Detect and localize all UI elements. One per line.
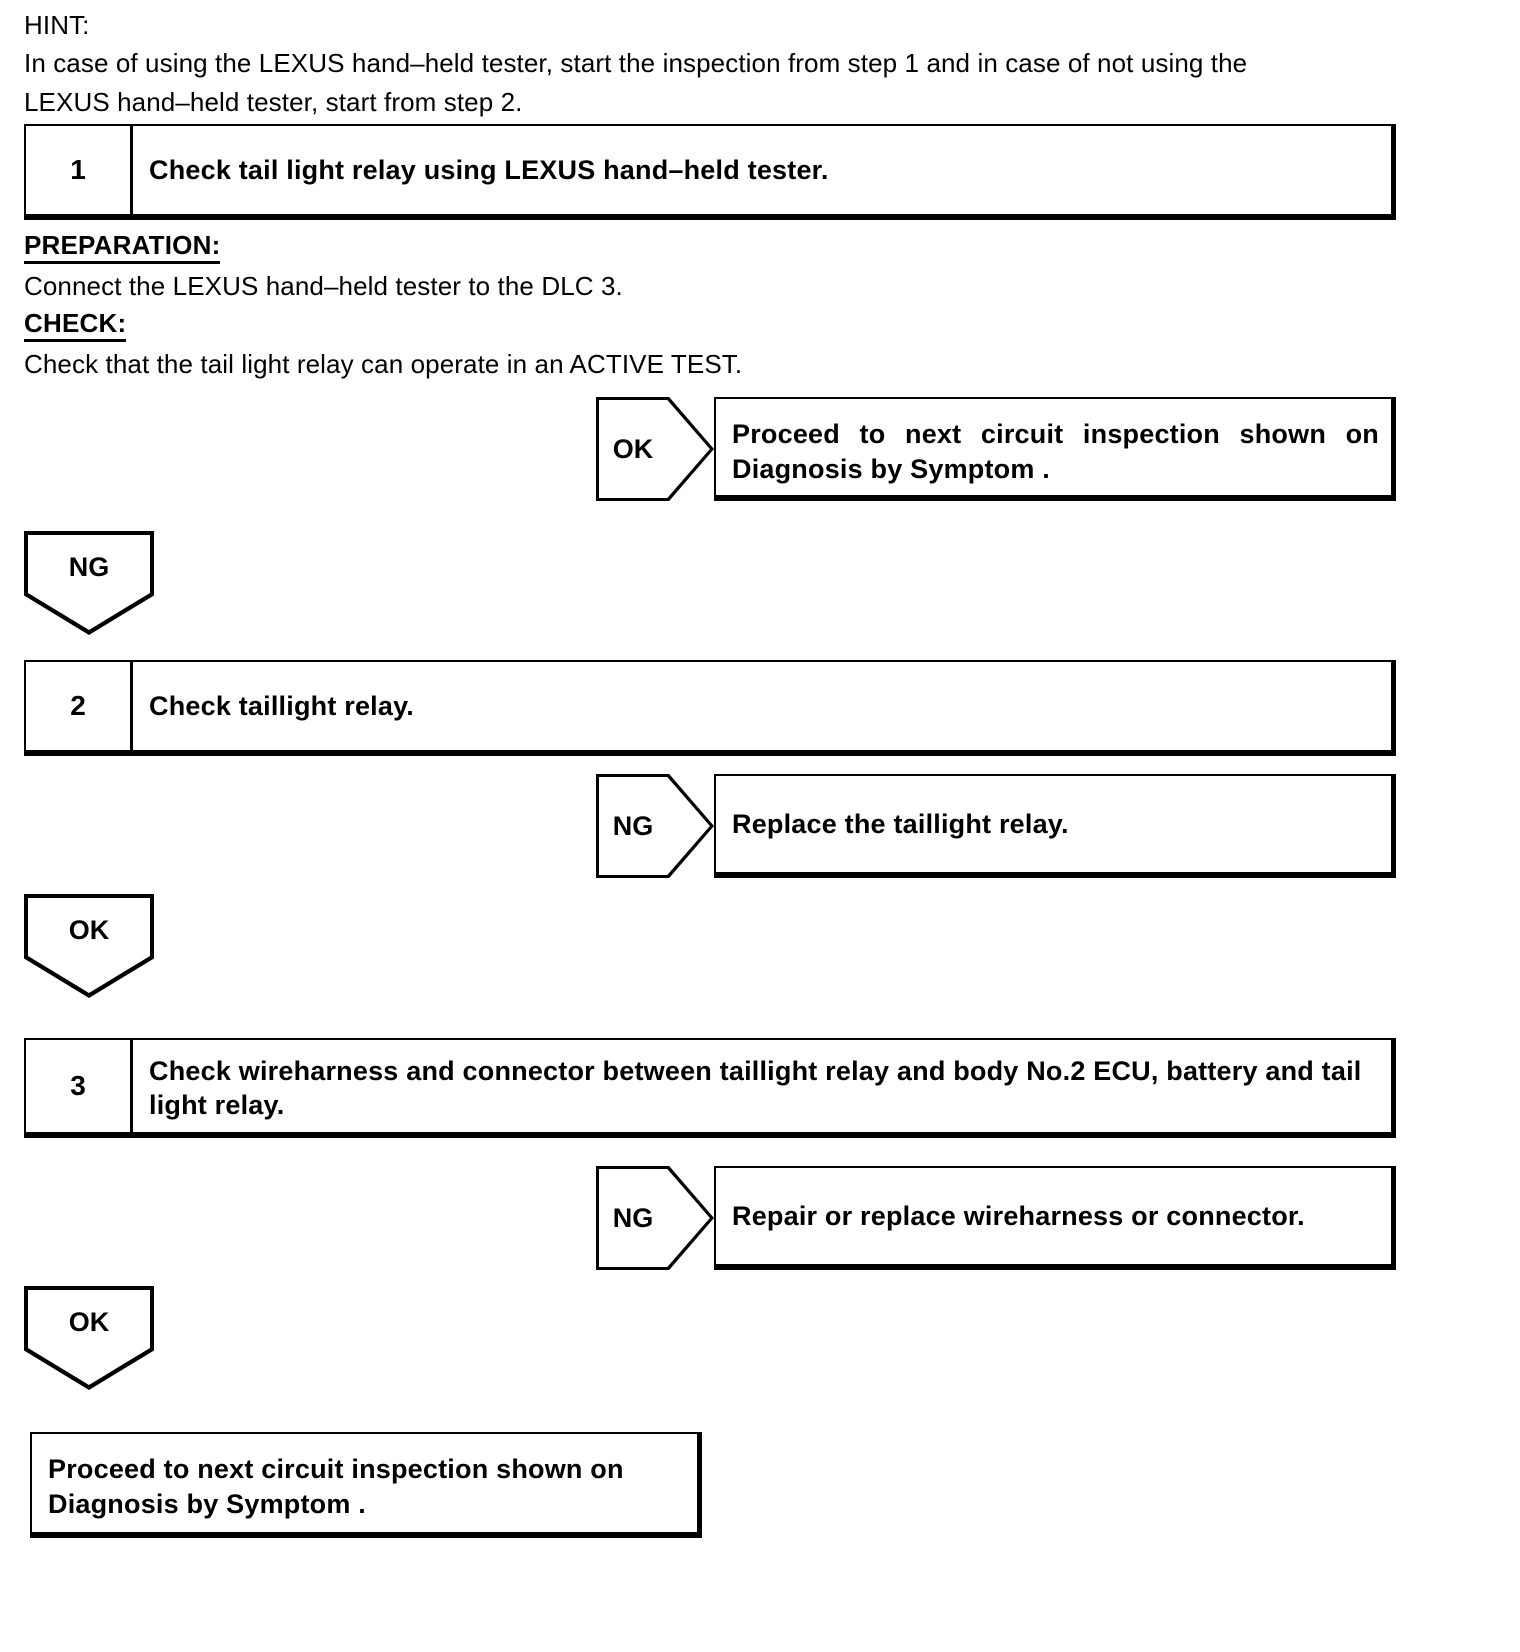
step-title-3-line-1: Check wireharness and connector between … [149, 1056, 1159, 1086]
step-number-3: 3 [26, 1040, 133, 1132]
check-section: CHECK: Check that the tail light relay c… [24, 308, 1024, 382]
hint-block: HINT: In case of using the LEXUS hand–he… [24, 6, 1404, 122]
judgement-ok-step2: OK [24, 894, 154, 998]
result-step2-ng-text: Replace the taillight relay. [732, 808, 1069, 839]
step-box-3[interactable]: 3 Check wireharness and connector betwee… [24, 1038, 1396, 1138]
result-final-line-2: Diagnosis by Symptom . [48, 1489, 366, 1519]
hint-label: HINT: [24, 10, 90, 40]
step-title-3-line-2: battery and tail light relay. [149, 1056, 1362, 1120]
preparation-heading-wrap: PREPARATION: [24, 230, 1024, 264]
preparation-section: PREPARATION: Connect the LEXUS hand–held… [24, 230, 1024, 304]
result-step1-ok-line-2: Diagnosis by Symptom . [732, 454, 1050, 484]
judgement-ok-step3: OK [24, 1286, 154, 1390]
hint-line-2: LEXUS hand–held tester, start from step … [24, 87, 523, 117]
result-box-final[interactable]: Proceed to next circuit inspection shown… [30, 1432, 702, 1538]
judgement-ng-step1-label: NG [68, 551, 110, 582]
judgement-ng-step2: NG [596, 774, 714, 878]
result-box-step3-ng[interactable]: Repair or replace wireharness or connect… [714, 1166, 1396, 1270]
judgement-ng-step3: NG [596, 1166, 714, 1270]
step-title-2: Check taillight relay. [149, 691, 414, 721]
preparation-heading: PREPARATION: [24, 230, 221, 264]
result-step3-ng-text: Repair or replace wireharness or connect… [732, 1200, 1305, 1231]
judgement-ng-step3-label: NG [612, 1202, 654, 1233]
step-title-3: Check wireharness and connector between … [133, 1040, 1391, 1132]
step-number-2: 2 [26, 662, 133, 750]
check-heading: CHECK: [24, 308, 127, 342]
preparation-body: Connect the LEXUS hand–held tester to th… [24, 271, 623, 301]
step-title-1: Check tail light relay using LEXUS hand–… [149, 155, 829, 185]
judgement-ok-step1-label: OK [612, 433, 654, 464]
judgement-ok-step3-label: OK [68, 1306, 110, 1337]
judgement-ng-step2-label: NG [612, 810, 654, 841]
judgement-ok-step2-label: OK [68, 914, 110, 945]
result-box-step1-ok[interactable]: Proceed to next circuit inspection shown… [714, 397, 1396, 501]
hint-line-1: In case of using the LEXUS hand–held tes… [24, 48, 1248, 78]
result-final-line-1: Proceed to next circuit inspection shown… [48, 1454, 624, 1484]
judgement-ok-step1: OK [596, 397, 714, 501]
judgement-ng-step1: NG [24, 531, 154, 635]
result-box-step2-ng[interactable]: Replace the taillight relay. [714, 774, 1396, 878]
step-box-1[interactable]: 1 Check tail light relay using LEXUS han… [24, 124, 1396, 220]
check-heading-wrap: CHECK: [24, 308, 1024, 342]
result-step1-ok-line-1: Proceed to next circuit inspection shown… [732, 419, 1379, 449]
check-body: Check that the tail light relay can oper… [24, 349, 743, 379]
step-box-2[interactable]: 2 Check taillight relay. [24, 660, 1396, 756]
step-number-1: 1 [26, 126, 133, 214]
